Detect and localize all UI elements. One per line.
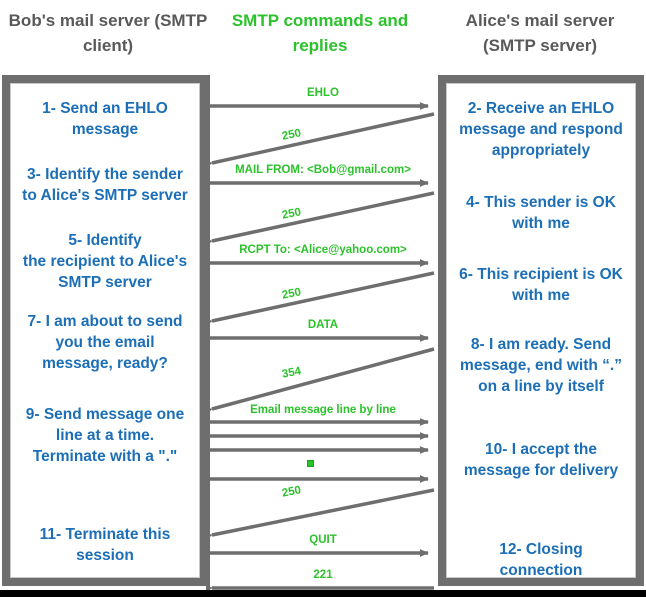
- header-protocol-title: SMTP commands and replies: [231, 11, 409, 55]
- label-mail-from: MAIL FROM: <Bob@gmail.com>: [235, 164, 411, 176]
- client-step-11: 11- Terminate this session: [39, 526, 171, 564]
- client-step-7: 7- I am about to send you the email mess…: [27, 313, 183, 372]
- client-step-1: 1- Send an EHLO message: [42, 100, 168, 138]
- arrow-250-a: [206, 112, 435, 169]
- header-client-title: Bob's mail server (SMTP client): [8, 11, 208, 55]
- arrow-canvas: [206, 75, 435, 590]
- server-step-8: 8- I am ready. Send message, end with “.…: [460, 336, 622, 395]
- header-server-title: Alice's mail server (SMTP server): [465, 11, 615, 55]
- bottom-border: [0, 590, 646, 597]
- client-step-3: 3- Identify the sender to Alice's SMTP s…: [22, 166, 188, 204]
- label-data: DATA: [307, 319, 339, 331]
- label-quit: QUIT: [309, 534, 337, 546]
- server-step-12: 12- Closing connection: [499, 541, 583, 579]
- arrow-250-c: [206, 271, 435, 327]
- smtp-sequence-diagram: 1- Send an EHLO message 3- Identify the …: [0, 75, 646, 590]
- end-of-data-marker-icon: [307, 460, 314, 467]
- arrow-354: [206, 347, 435, 415]
- server-step-10: 10- I accept the message for delivery: [463, 441, 619, 479]
- client-panel: 1- Send an EHLO message 3- Identify the …: [2, 75, 208, 586]
- client-panel-inner: 1- Send an EHLO message 3- Identify the …: [10, 83, 200, 578]
- server-panel-inner: 2- Receive an EHLO message and respond a…: [446, 83, 636, 579]
- diagram-headers: Bob's mail server (SMTP client) SMTP com…: [0, 0, 646, 75]
- label-email-message-lines: Email message line by line: [250, 404, 396, 416]
- label-rcpt-to: RCPT To: <Alice@yahoo.com>: [239, 244, 407, 256]
- server-step-4: 4- This sender is OK with me: [466, 194, 616, 232]
- server-panel: 2- Receive an EHLO message and respond a…: [438, 75, 644, 586]
- server-step-6: 6- This recipient is OK with me: [459, 266, 623, 304]
- label-221: 221: [313, 569, 333, 581]
- server-step-2: 2- Receive an EHLO message and respond a…: [459, 100, 623, 159]
- arrow-250-d: [206, 488, 435, 541]
- client-step-9: 9- Send message one line at a time. Term…: [25, 406, 185, 465]
- client-step-5: 5- Identify the recipient to Alice's SMT…: [22, 232, 188, 291]
- label-ehlo: EHLO: [307, 87, 339, 99]
- message-flow-area: EHLO 250 MAIL FROM: <Bob@gmail.com> 250 …: [206, 75, 440, 590]
- arrow-250-b: [206, 191, 435, 247]
